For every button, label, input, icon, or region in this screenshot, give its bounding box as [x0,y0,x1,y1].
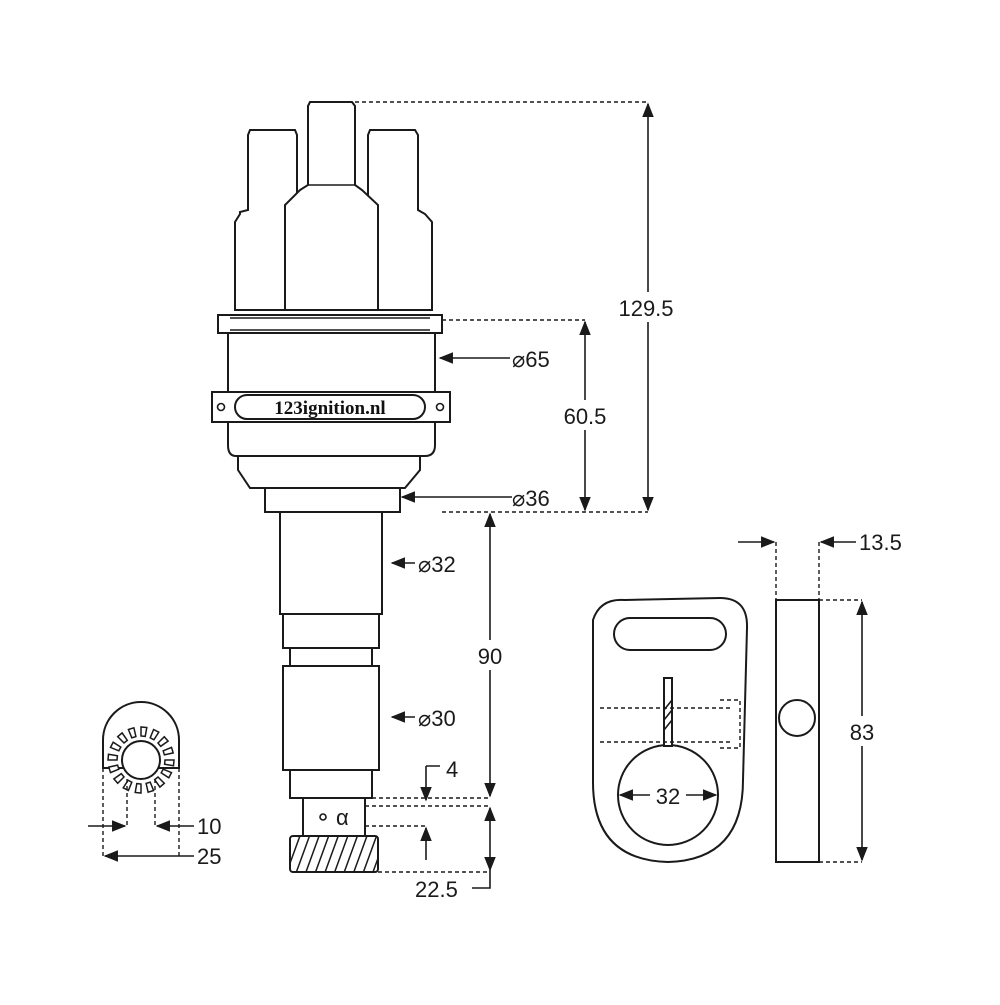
dim-label-65: ⌀65 [512,347,550,372]
dim-label-83: 83 [850,720,874,745]
gear-tooth [140,726,148,738]
dimension-lines: 129.5 60.5 ⌀65 ⌀36 ⌀32 ⌀30 90 4 22.5 [355,101,686,902]
logo-text: 123ignition.nl [274,398,385,419]
dim-label-36: ⌀36 [512,486,550,511]
distributor-shaft: α [279,511,383,873]
clamp-side-view: 13.5 83 [738,530,902,863]
dim-label-32: ⌀32 [418,552,456,577]
gear-extensions [102,768,180,858]
label-bg-129-5 [610,292,686,322]
shaft-tip [289,769,373,799]
pin-hole [319,813,327,821]
clamp-slot [613,617,727,651]
dim-label-22-5: 22.5 [415,877,458,902]
lower-housing [237,455,421,489]
cap-flange [217,314,443,334]
gear-tooth [163,759,175,767]
label-bg-32 [650,782,686,808]
gear-hub [302,797,366,837]
gear-teeth [107,726,175,794]
dim-label-25: 25 [197,844,221,869]
extension-129-5 [355,101,648,513]
logo-plate [234,394,426,420]
band-screw-left [216,402,226,412]
dim-label-13-5: 13.5 [859,530,902,555]
distributor-body: 123ignition.nl [211,314,451,513]
dim-label-clamp-32: 32 [656,784,680,809]
gear-tooth [162,746,175,756]
gear-tooth [127,726,137,739]
band-screw-right [435,402,445,412]
shaft-neck [289,647,373,667]
clamp-side-extensions [775,542,862,863]
angle-label: α [336,805,349,830]
dim-label-4: 4 [446,757,458,782]
distributor-cap [234,101,433,311]
clamp-side-bolt [778,699,816,737]
shaft-upper [279,511,383,615]
gear-bore [121,740,161,780]
gear-tooth [112,772,126,785]
gear-tooth [153,775,166,789]
shaft-collar [282,613,380,649]
dim-label-90: 90 [478,644,502,669]
clamp-front-view: 32 [591,596,749,864]
gear-tooth [109,741,122,752]
shaft-lower [282,665,380,771]
gear-tooth [156,735,170,748]
clamp-hidden-bolt [600,699,741,749]
gear-tooth [149,728,160,741]
leader-22-5 [472,870,491,889]
gear-tooth [160,768,173,779]
gear-end-view: 10 25 [88,701,221,869]
dim-label-10: 10 [197,814,221,839]
dim-label-30: ⌀30 [418,706,456,731]
dim-label-60-5: 60.5 [564,404,607,429]
base-ring [264,487,401,513]
gear-tooth [145,781,155,794]
clamp-split [663,677,673,747]
flange-lines [230,317,430,331]
label-bg-60-5 [553,400,617,430]
gear-tooth [134,782,142,794]
dim-label-129-5: 129.5 [618,296,673,321]
gear-tooth [116,731,129,745]
label-bg-83 [842,716,882,746]
center-tower [284,101,379,311]
gear-tooth [107,764,120,774]
leader-4 [425,765,440,788]
label-bg-90 [468,640,512,670]
gear-tooth [122,779,133,792]
drive-gear [289,835,379,873]
gear-tooth [107,753,119,761]
extension-4 [365,797,490,827]
